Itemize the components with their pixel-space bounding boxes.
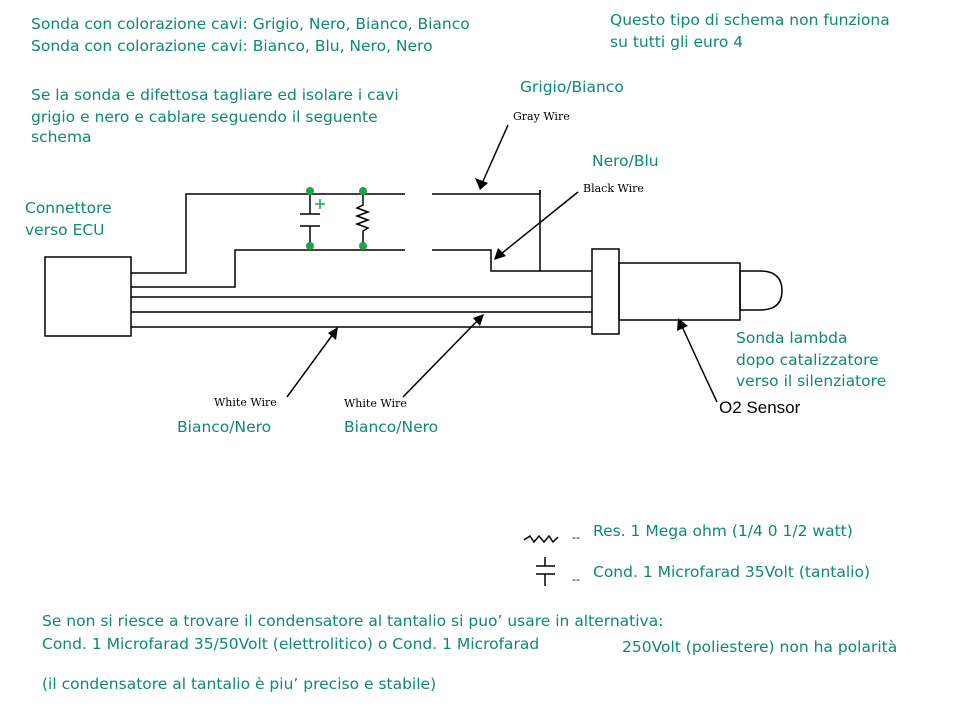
footer-line-2a: Cond. 1 Microfarad 35/50Volt (elettrolit… xyxy=(42,635,540,653)
white-wire-label-1: White Wire xyxy=(214,396,277,409)
sensor-body xyxy=(618,262,741,321)
o2-sensor-label: O2 Sensor xyxy=(719,398,801,417)
sensor-collar xyxy=(591,248,620,335)
legend-capacitor-dash: -- xyxy=(572,573,580,586)
grey-white-label: Grigio/Bianco xyxy=(520,78,624,96)
black-wire-label: Black Wire xyxy=(583,182,644,195)
instruction-line-2: grigio e nero e cablare seguendo il segu… xyxy=(31,108,378,126)
junction-nodes xyxy=(306,187,367,250)
sensor-label-3: verso il silenziatore xyxy=(736,372,887,390)
sensor-label-2: dopo catalizzatore xyxy=(736,351,879,369)
note-line-1: Questo tipo di schema non funziona xyxy=(610,11,890,29)
white-black-label-1: Bianco/Nero xyxy=(177,418,272,436)
resistor-zigzag xyxy=(354,194,371,246)
connector-label-1: Connettore xyxy=(25,199,112,217)
footer-line-3: (il condensatore al tantalio è piu’ prec… xyxy=(42,675,437,693)
legend-capacitor-text: Cond. 1 Microfarad 35Volt (tantalio) xyxy=(593,563,871,581)
legend-resistor-zigzag xyxy=(523,534,559,544)
ecu-connector-box xyxy=(44,256,132,337)
sensor-label-1: Sonda lambda xyxy=(736,329,848,347)
wire-gray xyxy=(432,190,541,195)
note-line-2: su tutti gli euro 4 xyxy=(610,33,744,51)
white-wire-label-2: White Wire xyxy=(344,397,407,410)
sensor-tip xyxy=(739,270,783,311)
white-black-label-2: Bianco/Nero xyxy=(344,418,439,436)
legend-resistor-text: Res. 1 Mega ohm (1/4 0 1/2 watt) xyxy=(593,522,853,540)
legend-resistor-dash: -- xyxy=(572,531,580,544)
connector-label-2: verso ECU xyxy=(25,221,105,239)
instruction-line-3: schema xyxy=(31,128,92,146)
header-line-1: Sonda con colorazione cavi: Grigio, Nero… xyxy=(31,15,470,33)
footer-line-2b: 250Volt (poliestere) non ha polarità xyxy=(622,638,898,656)
instruction-line-1: Se la sonda e difettosa tagliare ed isol… xyxy=(31,86,399,104)
wire-upper-2 xyxy=(131,249,310,288)
gray-wire-label: Gray Wire xyxy=(513,110,570,123)
header-line-2: Sonda con colorazione cavi: Bianco, Blu,… xyxy=(31,37,433,55)
footer-line-1: Se non si riesce a trovare il condensato… xyxy=(42,612,664,630)
wire-black xyxy=(432,249,540,272)
black-blue-label: Nero/Blu xyxy=(592,152,659,170)
wire-upper-1 xyxy=(131,193,310,274)
